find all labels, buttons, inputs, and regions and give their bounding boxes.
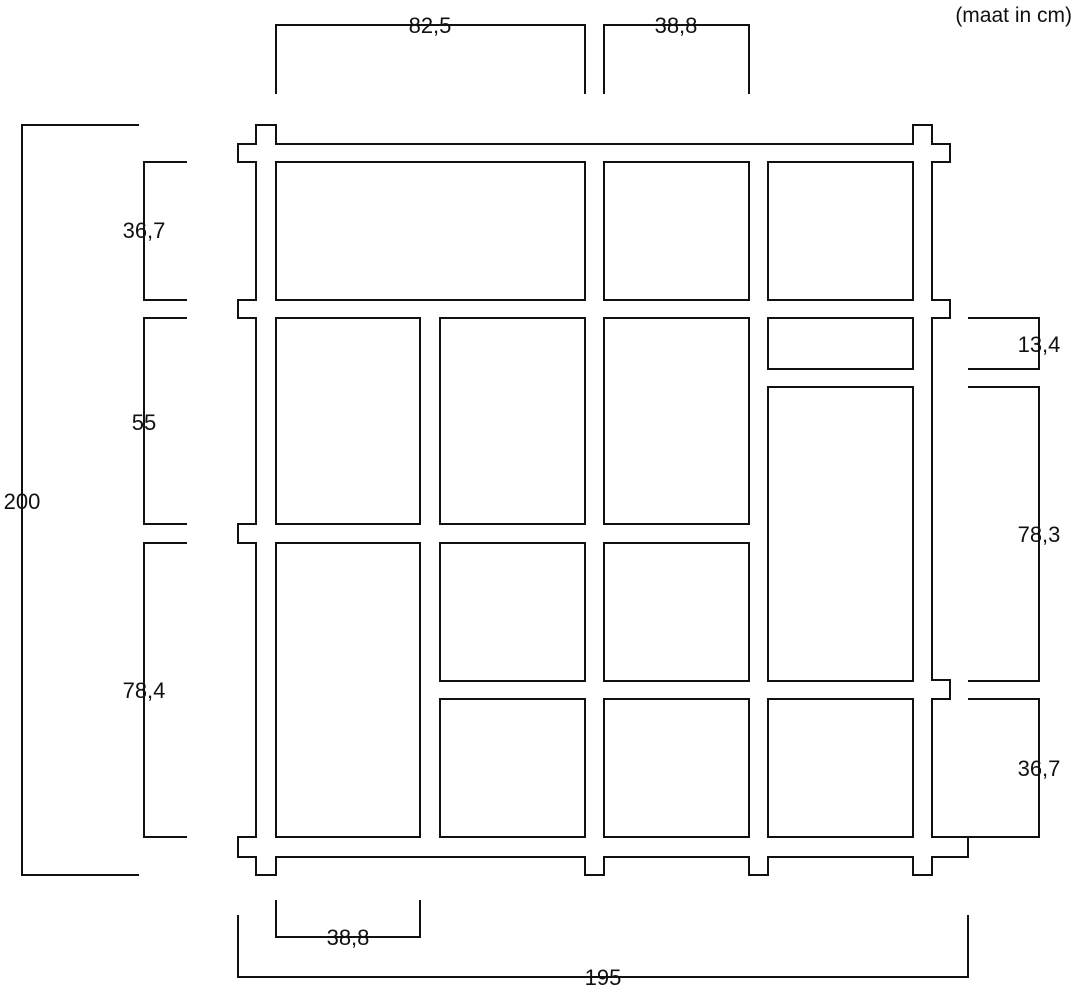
compartment-row4-col3 bbox=[603, 698, 750, 838]
compartment-left-tall bbox=[275, 542, 421, 838]
dim-line-bottom-small bbox=[275, 900, 421, 938]
dim-label-top-left: 82,5 bbox=[409, 13, 452, 38]
dim-line-left-row2 bbox=[143, 317, 187, 525]
dim-label-bottom-small: 38,8 bbox=[327, 925, 370, 950]
dim-label-left-row1: 36,7 bbox=[123, 218, 166, 243]
compartment-top-right bbox=[767, 161, 914, 301]
dim-line-right-tall bbox=[968, 386, 1040, 682]
compartment-row3-col3 bbox=[603, 542, 750, 682]
dim-line-left-row1 bbox=[143, 161, 187, 301]
compartment-row4-col4 bbox=[767, 698, 914, 838]
compartment-right-tall bbox=[767, 386, 914, 682]
compartment-row4-col2 bbox=[439, 698, 586, 838]
dim-line-left-row3 bbox=[143, 542, 187, 838]
compartment-row2-col3 bbox=[603, 317, 750, 525]
dim-label-total-height: 200 bbox=[4, 489, 41, 514]
dim-label-total-width: 195 bbox=[585, 965, 622, 990]
dim-line-top-left bbox=[275, 24, 586, 94]
unit-note: (maat in cm) bbox=[955, 4, 1072, 27]
dim-label-left-row3: 78,4 bbox=[123, 678, 166, 703]
compartment-row2-col2 bbox=[439, 317, 586, 525]
dim-label-top-mid: 38,8 bbox=[655, 13, 698, 38]
dim-line-right-bottom bbox=[968, 698, 1040, 838]
compartment-top-mid bbox=[603, 161, 750, 301]
dim-line-right-small bbox=[968, 317, 1040, 370]
dim-label-right-small: 13,4 bbox=[1018, 332, 1061, 357]
dim-line-top-mid bbox=[603, 24, 750, 94]
dim-line-total-height bbox=[21, 124, 139, 876]
compartment-top-wide bbox=[275, 161, 586, 301]
dim-label-right-bottom: 36,7 bbox=[1018, 756, 1061, 781]
dim-line-total-width bbox=[237, 915, 969, 978]
dim-label-right-tall: 78,3 bbox=[1018, 522, 1061, 547]
compartment-row3-col2 bbox=[439, 542, 586, 682]
compartment-row2-col1 bbox=[275, 317, 421, 525]
compartment-right-small bbox=[767, 317, 914, 370]
dim-label-left-row2: 55 bbox=[132, 410, 156, 435]
